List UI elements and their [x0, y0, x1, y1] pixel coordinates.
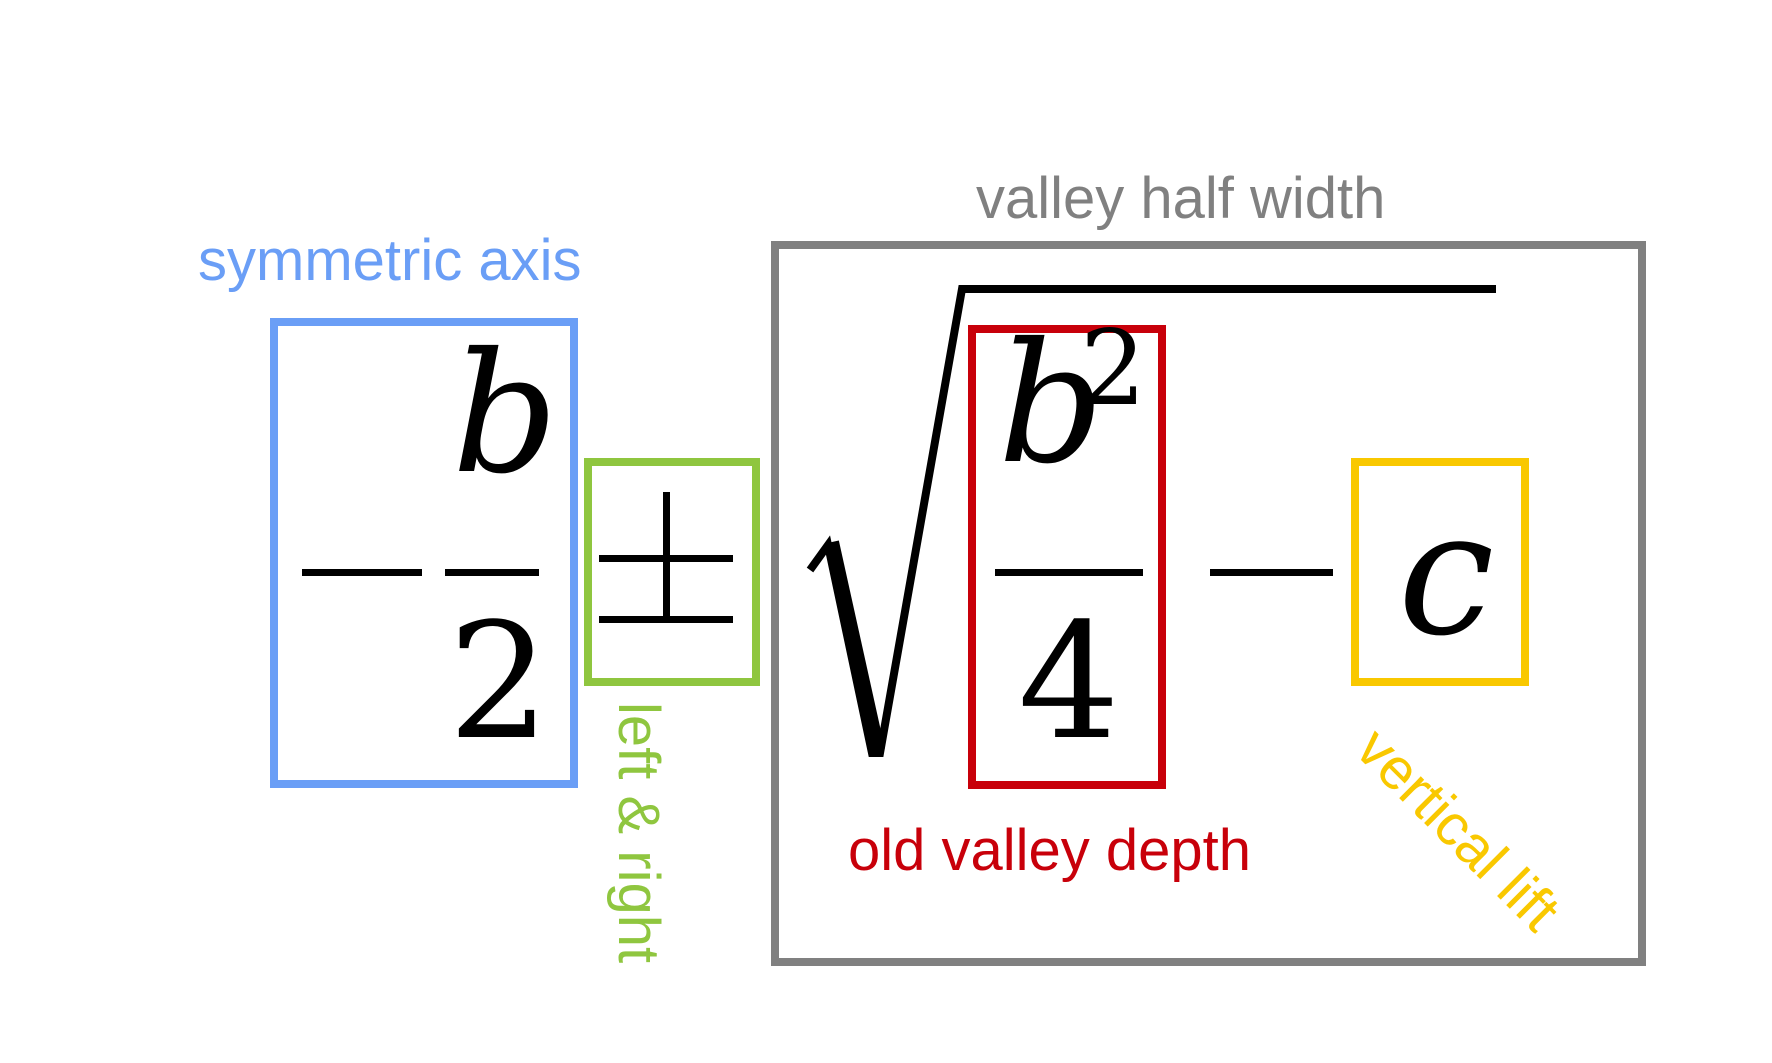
left-and-right-label: left & right	[606, 702, 671, 964]
symmetric-axis-label: symmetric axis	[198, 228, 582, 293]
numerator-b-squared-base: b	[998, 308, 1105, 501]
valley-half-width-label: valley half width	[976, 166, 1386, 231]
valley-half-width-box	[771, 241, 1646, 966]
denominator-4: 4	[1018, 588, 1120, 775]
numerator-b: b	[452, 318, 559, 511]
radical-stroke-thick	[825, 540, 885, 752]
plus-minus-sign-minus	[599, 616, 733, 623]
old-valley-depth-label: old valley depth	[848, 818, 1252, 883]
exponent-2: 2	[1080, 307, 1147, 429]
fraction-bar-b-over-2	[445, 569, 539, 576]
denominator-2: 2	[448, 588, 550, 775]
symmetric-axis-box	[270, 318, 578, 788]
inner-minus-sign	[1210, 569, 1333, 576]
old-valley-depth-box	[968, 325, 1166, 789]
vertical-lift-box	[1351, 458, 1529, 686]
radical-stroke	[806, 285, 1496, 757]
fraction-bar-b2-over-4	[995, 569, 1143, 576]
radical-sign	[806, 285, 1496, 757]
plus-minus-box	[584, 458, 760, 686]
plus-minus-sign-vertical	[663, 492, 670, 616]
variable-c: c	[1398, 473, 1495, 674]
leading-minus-sign	[302, 569, 422, 576]
